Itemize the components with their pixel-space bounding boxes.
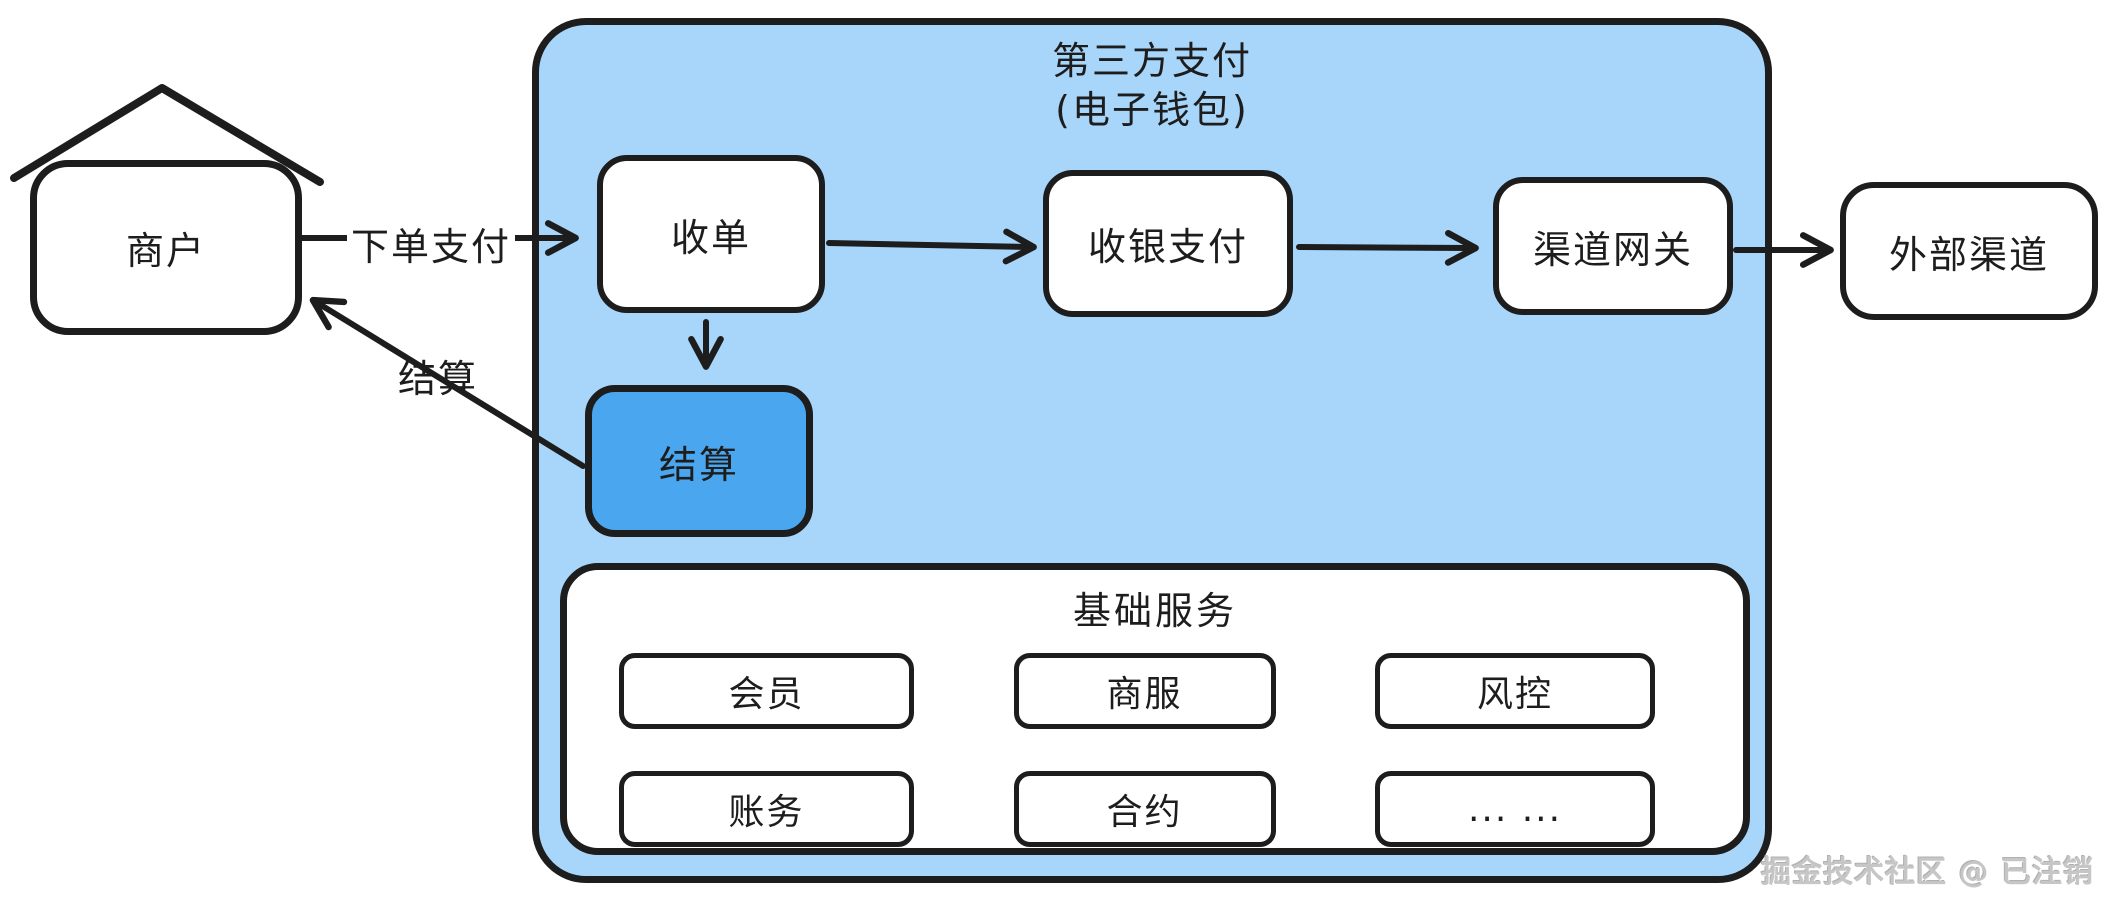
node-acquiring: 收单 xyxy=(597,155,825,313)
node-merchant-label: 商户 xyxy=(125,229,206,273)
service-box-ellipsis: ... ... xyxy=(1375,771,1655,847)
base-services-title: 基础服务 xyxy=(1072,589,1237,633)
node-external-channel: 外部渠道 xyxy=(1840,182,2098,320)
watermark: 掘金技术社区 @ 已注销 xyxy=(1761,855,2094,890)
service-box-risk-control: 风控 xyxy=(1375,653,1655,729)
node-merchant: 商户 xyxy=(30,160,302,335)
node-settlement: 结算 xyxy=(585,385,813,537)
base-services-container: 基础服务 会员 商服 风控 账务 合约 ... ... xyxy=(560,563,1750,855)
node-settlement-label: 结算 xyxy=(658,442,739,487)
service-box-contract: 合约 xyxy=(1013,771,1276,847)
node-cashier-pay: 收银支付 xyxy=(1043,170,1293,317)
service-box-member: 会员 xyxy=(619,653,914,729)
wallet-title: 第三方支付 (电子钱包) xyxy=(539,37,1765,134)
service-box-merchant-service: 商服 xyxy=(1013,653,1276,729)
node-cashier-pay-label: 收银支付 xyxy=(1087,225,1248,269)
wallet-title-line2: (电子钱包) xyxy=(1055,87,1249,132)
edge-label-settlement: 结算 xyxy=(398,357,479,401)
node-external-channel-label: 外部渠道 xyxy=(1888,232,2049,277)
service-box-accounting: 账务 xyxy=(619,771,914,847)
edge-label-order-pay: 下单支付 xyxy=(347,216,516,271)
node-channel-gateway: 渠道网关 xyxy=(1493,177,1733,315)
wallet-title-line1: 第三方支付 xyxy=(1051,39,1252,83)
node-channel-gateway-label: 渠道网关 xyxy=(1532,227,1693,272)
base-services-grid: 会员 商服 风控 账务 合约 ... ... xyxy=(619,653,1655,847)
node-acquiring-label: 收单 xyxy=(670,215,751,260)
